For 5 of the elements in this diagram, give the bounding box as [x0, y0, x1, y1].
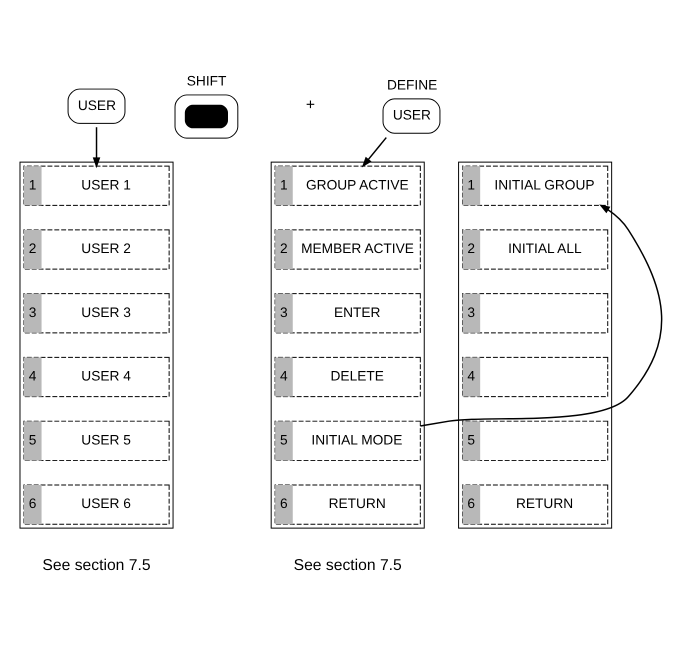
node-label: DEFINE: [386, 77, 438, 92]
node-label: SHIFT: [186, 73, 226, 88]
label: +: [306, 96, 316, 114]
label: See section 7.5: [42, 557, 151, 574]
label: See section 7.5: [294, 557, 402, 574]
